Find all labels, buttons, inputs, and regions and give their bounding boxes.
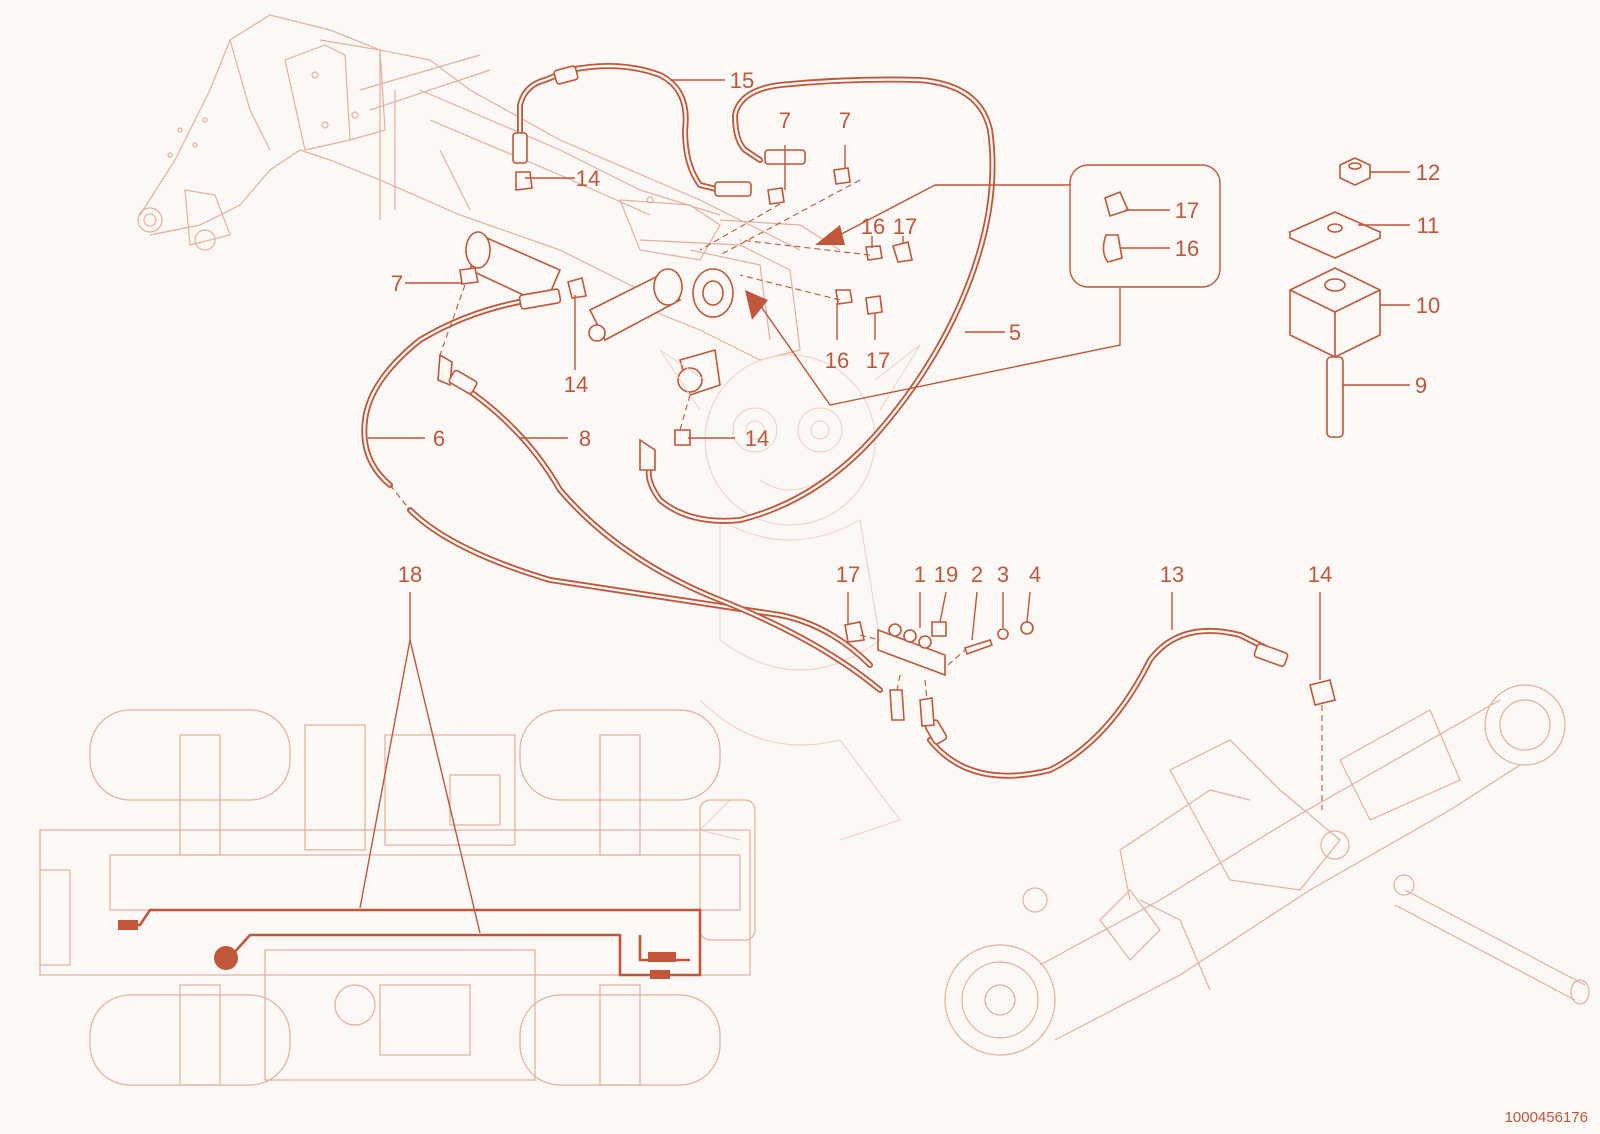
boom-frame [137,14,841,361]
callout-18: 18 [398,562,422,587]
callout-6: 6 [433,426,445,451]
callout-labels: 15 14 7 7 7 16 17 16 17 17 16 14 14 6 8 … [391,68,1588,1126]
detail-box [745,164,1221,406]
callout-14: 14 [564,372,588,397]
callout-7: 7 [391,271,403,296]
callout-12: 12 [1416,160,1440,185]
hose-5 [639,76,996,524]
hose-15 [512,63,752,197]
clamp-assembly [1288,157,1382,438]
callout-7: 7 [839,108,851,133]
assembly-lines [439,179,1323,810]
leader-lines [368,79,1410,680]
hose-6 [361,288,873,668]
callout-13: 13 [1160,562,1184,587]
callout-11: 11 [1417,213,1440,238]
callout-16: 16 [825,348,849,373]
callout-16: 16 [1175,236,1199,261]
callout-14: 14 [576,166,600,191]
callout-17: 17 [1175,198,1199,223]
callout-17: 17 [893,214,917,239]
callout-14: 14 [745,426,769,451]
hose-8 [437,353,883,693]
distribution-block [844,621,1034,727]
route-18 [118,592,702,979]
callout-4: 4 [1029,562,1041,587]
fittings [459,167,1336,706]
callout-9: 9 [1415,373,1427,398]
hose-13 [924,627,1289,779]
callout-5: 5 [1009,320,1021,345]
callout-1: 1 [914,562,926,587]
callout-10: 10 [1416,293,1440,318]
callout-16: 16 [861,214,885,239]
machine-top-view [39,709,756,1086]
callout-19: 19 [934,562,958,587]
callout-3: 3 [997,562,1009,587]
callout-17: 17 [866,348,890,373]
callout-14: 14 [1308,562,1332,587]
callout-15: 15 [730,68,754,93]
callout-2: 2 [971,562,983,587]
callout-7: 7 [779,108,791,133]
hydraulic-cylinder [465,231,734,397]
callout-17: 17 [836,562,860,587]
callout-8: 8 [579,426,591,451]
document-number: 1000456176 [1505,1109,1588,1126]
front-axle [944,684,1590,1056]
